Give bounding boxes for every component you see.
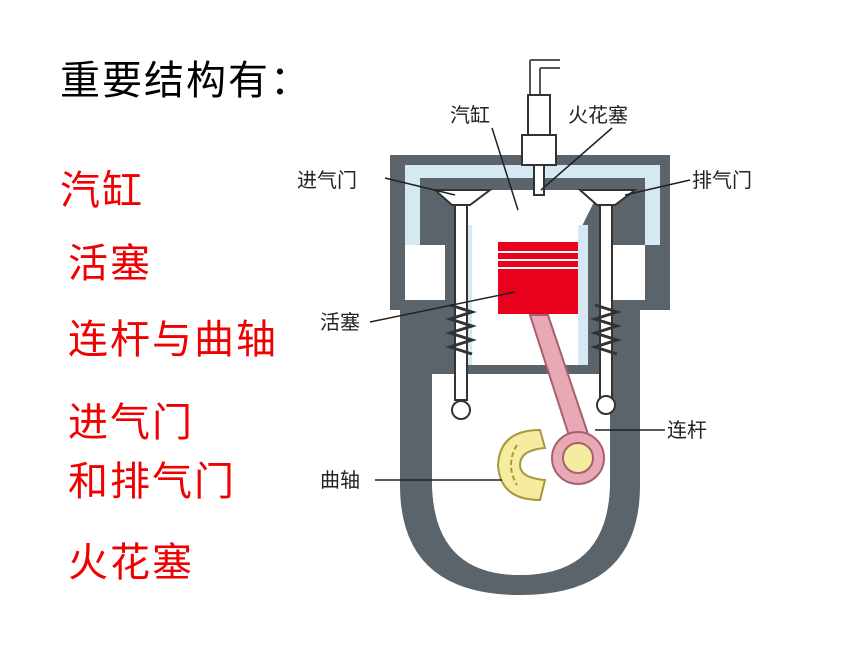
connecting-rod xyxy=(528,314,605,485)
crankcase xyxy=(400,368,640,595)
engine-diagram: 汽缸 火花塞 进气门 排气门 活塞 连杆 曲轴 xyxy=(297,59,752,595)
piston xyxy=(498,242,578,314)
label-connecting-rod: 连杆 xyxy=(667,418,707,442)
part-piston: 活塞 xyxy=(68,241,152,287)
part-spark-plug: 火花塞 xyxy=(68,540,194,586)
part-intake-valve: 进气门 xyxy=(68,400,194,446)
page-title: 重要结构有： xyxy=(60,58,312,104)
part-cylinder: 汽缸 xyxy=(60,168,144,214)
crankshaft xyxy=(496,428,547,502)
label-cylinder: 汽缸 xyxy=(450,103,490,127)
spark-plug xyxy=(521,59,560,196)
exhaust-valve-assembly xyxy=(577,189,638,415)
label-intake-valve: 进气门 xyxy=(297,168,357,192)
part-rod-crankshaft: 连杆与曲轴 xyxy=(68,317,278,363)
label-exhaust-valve: 排气门 xyxy=(692,168,752,192)
label-spark-plug: 火花塞 xyxy=(568,103,628,127)
part-exhaust-valve: 和排气门 xyxy=(68,459,236,505)
intake-valve-assembly xyxy=(432,189,493,420)
combustion-chamber xyxy=(445,190,600,230)
label-crankshaft: 曲轴 xyxy=(320,468,360,492)
label-piston: 活塞 xyxy=(320,310,360,334)
coolant-channel xyxy=(405,165,660,245)
